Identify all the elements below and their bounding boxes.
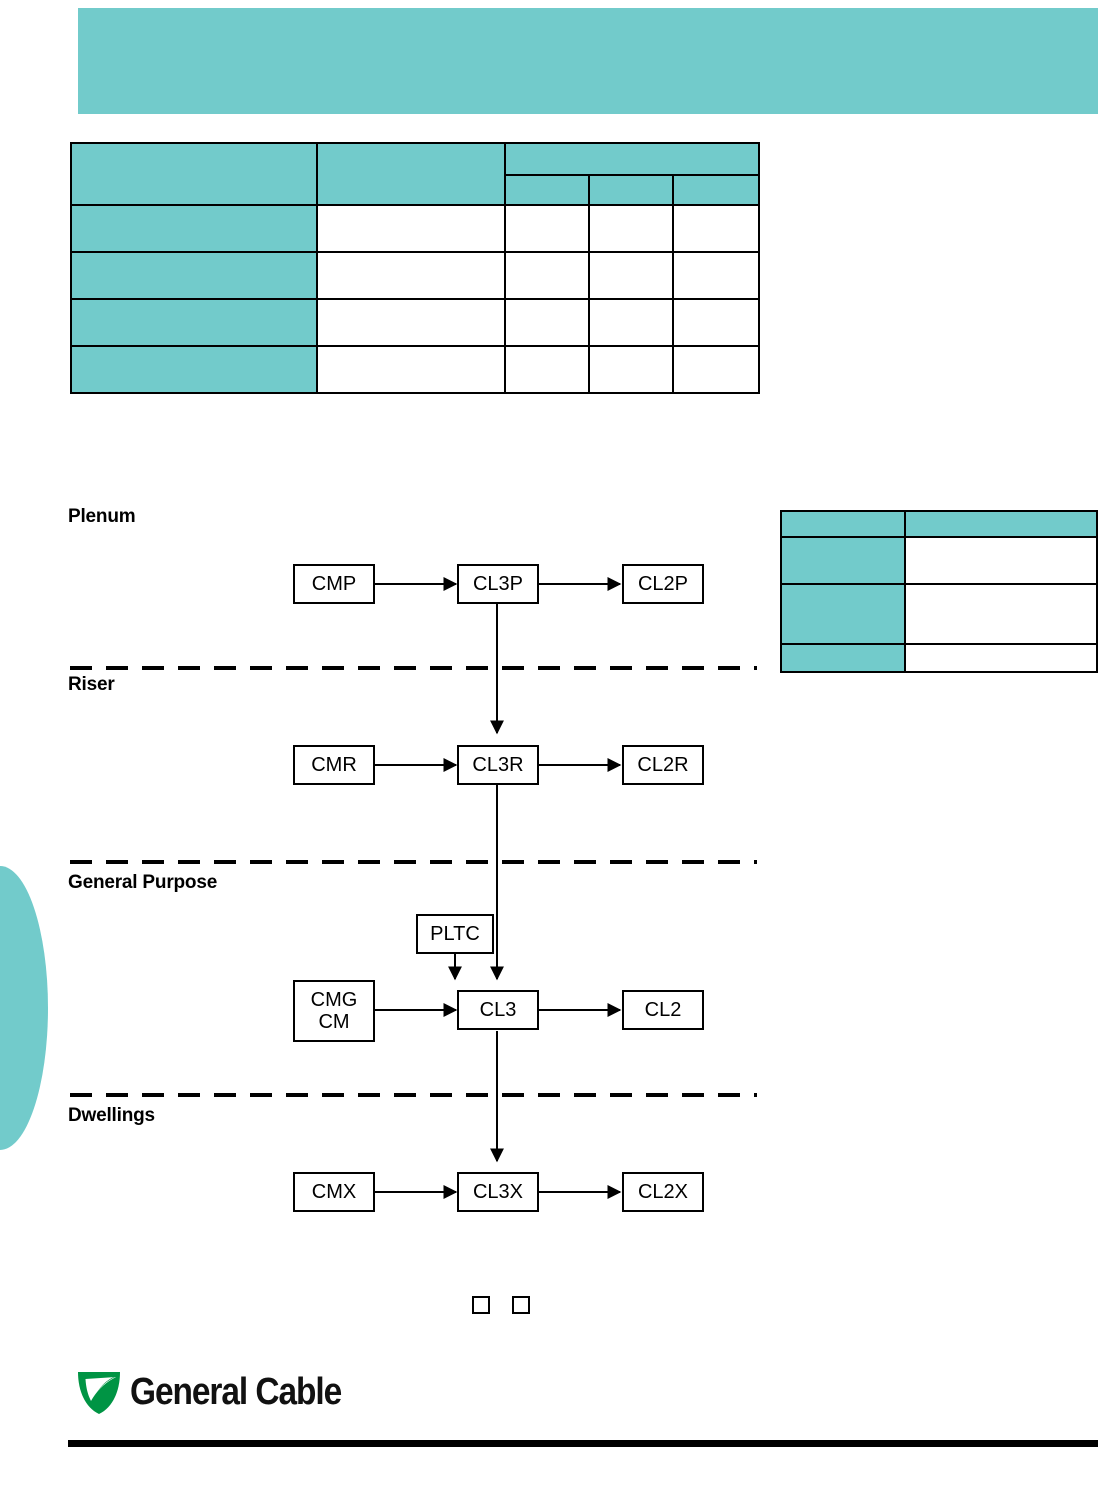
spec-cell: [588, 251, 674, 300]
spec-cell: [316, 251, 506, 300]
node-pltc[interactable]: PLTC: [416, 914, 494, 954]
node-cl3[interactable]: CL3: [457, 990, 539, 1030]
spec-cell: [316, 345, 506, 394]
node-cl2p[interactable]: CL2P: [622, 564, 704, 604]
legend-header-value: [904, 510, 1098, 538]
spec-cell: [316, 204, 506, 253]
spec-subheader-2: [588, 174, 674, 206]
node-cl3p[interactable]: CL3P: [457, 564, 539, 604]
table-row: [70, 298, 760, 347]
spec-cell: [672, 345, 760, 394]
section-label-plenum: Plenum: [68, 506, 136, 527]
spec-cell: [588, 345, 674, 394]
spec-subheader-1: [504, 174, 590, 206]
legend-row-label: [780, 583, 906, 645]
side-tab: [0, 866, 48, 1150]
legend-row-value: [904, 583, 1098, 645]
legend-row-value: [904, 536, 1098, 585]
spec-cell: [504, 251, 590, 300]
spec-table-header-row-1: [70, 142, 760, 206]
legend-header-key: [780, 510, 906, 538]
spec-cell: [672, 204, 760, 253]
spec-table: [70, 142, 760, 394]
spec-cell: [504, 204, 590, 253]
spec-row-label: [70, 298, 318, 347]
table-row: [70, 251, 760, 300]
spec-cell: [672, 298, 760, 347]
brand-wordmark: General Cable: [130, 1370, 342, 1413]
spec-cell: [672, 251, 760, 300]
table-row: [70, 204, 760, 253]
legend-table: [780, 510, 1098, 673]
spec-header-col-1: [70, 142, 318, 206]
spec-row-label: [70, 251, 318, 300]
node-cmx[interactable]: CMX: [293, 1172, 375, 1212]
node-cmp[interactable]: CMP: [293, 564, 375, 604]
node-cl3r[interactable]: CL3R: [457, 745, 539, 785]
spec-subheader-3: [672, 174, 760, 206]
spec-cell: [316, 298, 506, 347]
node-cmg-cm[interactable]: CMG CM: [293, 980, 375, 1042]
legend-row-value: [904, 643, 1098, 673]
spec-header-col-2: [316, 142, 506, 206]
brand-logo: General Cable: [76, 1368, 370, 1416]
legend-swatch-2: [512, 1296, 530, 1314]
shield-icon: [78, 1372, 120, 1414]
section-label-riser: Riser: [68, 674, 115, 695]
spec-row-label: [70, 345, 318, 394]
list-item: [780, 583, 1098, 645]
spec-table-header-row-2: [71, 174, 760, 206]
spec-row-label: [70, 204, 318, 253]
header-banner: [78, 8, 1098, 114]
spec-cell: [504, 298, 590, 347]
section-label-general-purpose: General Purpose: [68, 872, 218, 893]
list-item: [780, 536, 1098, 585]
legend-row-label: [780, 536, 906, 585]
node-cl2[interactable]: CL2: [622, 990, 704, 1030]
legend-table-header-row: [780, 510, 1098, 538]
node-cl2r[interactable]: CL2R: [622, 745, 704, 785]
spec-cell: [588, 204, 674, 253]
node-cl3x[interactable]: CL3X: [457, 1172, 539, 1212]
node-cl2x[interactable]: CL2X: [622, 1172, 704, 1212]
node-cmr[interactable]: CMR: [293, 745, 375, 785]
table-row: [70, 345, 760, 394]
section-label-dwellings: Dwellings: [68, 1105, 155, 1126]
legend-row-label: [780, 643, 906, 673]
spec-header-col-3-group: [504, 142, 760, 176]
spec-cell: [588, 298, 674, 347]
legend-swatch-1: [472, 1296, 490, 1314]
footer-rule: [68, 1440, 1098, 1447]
list-item: [780, 643, 1098, 673]
spec-cell: [504, 345, 590, 394]
